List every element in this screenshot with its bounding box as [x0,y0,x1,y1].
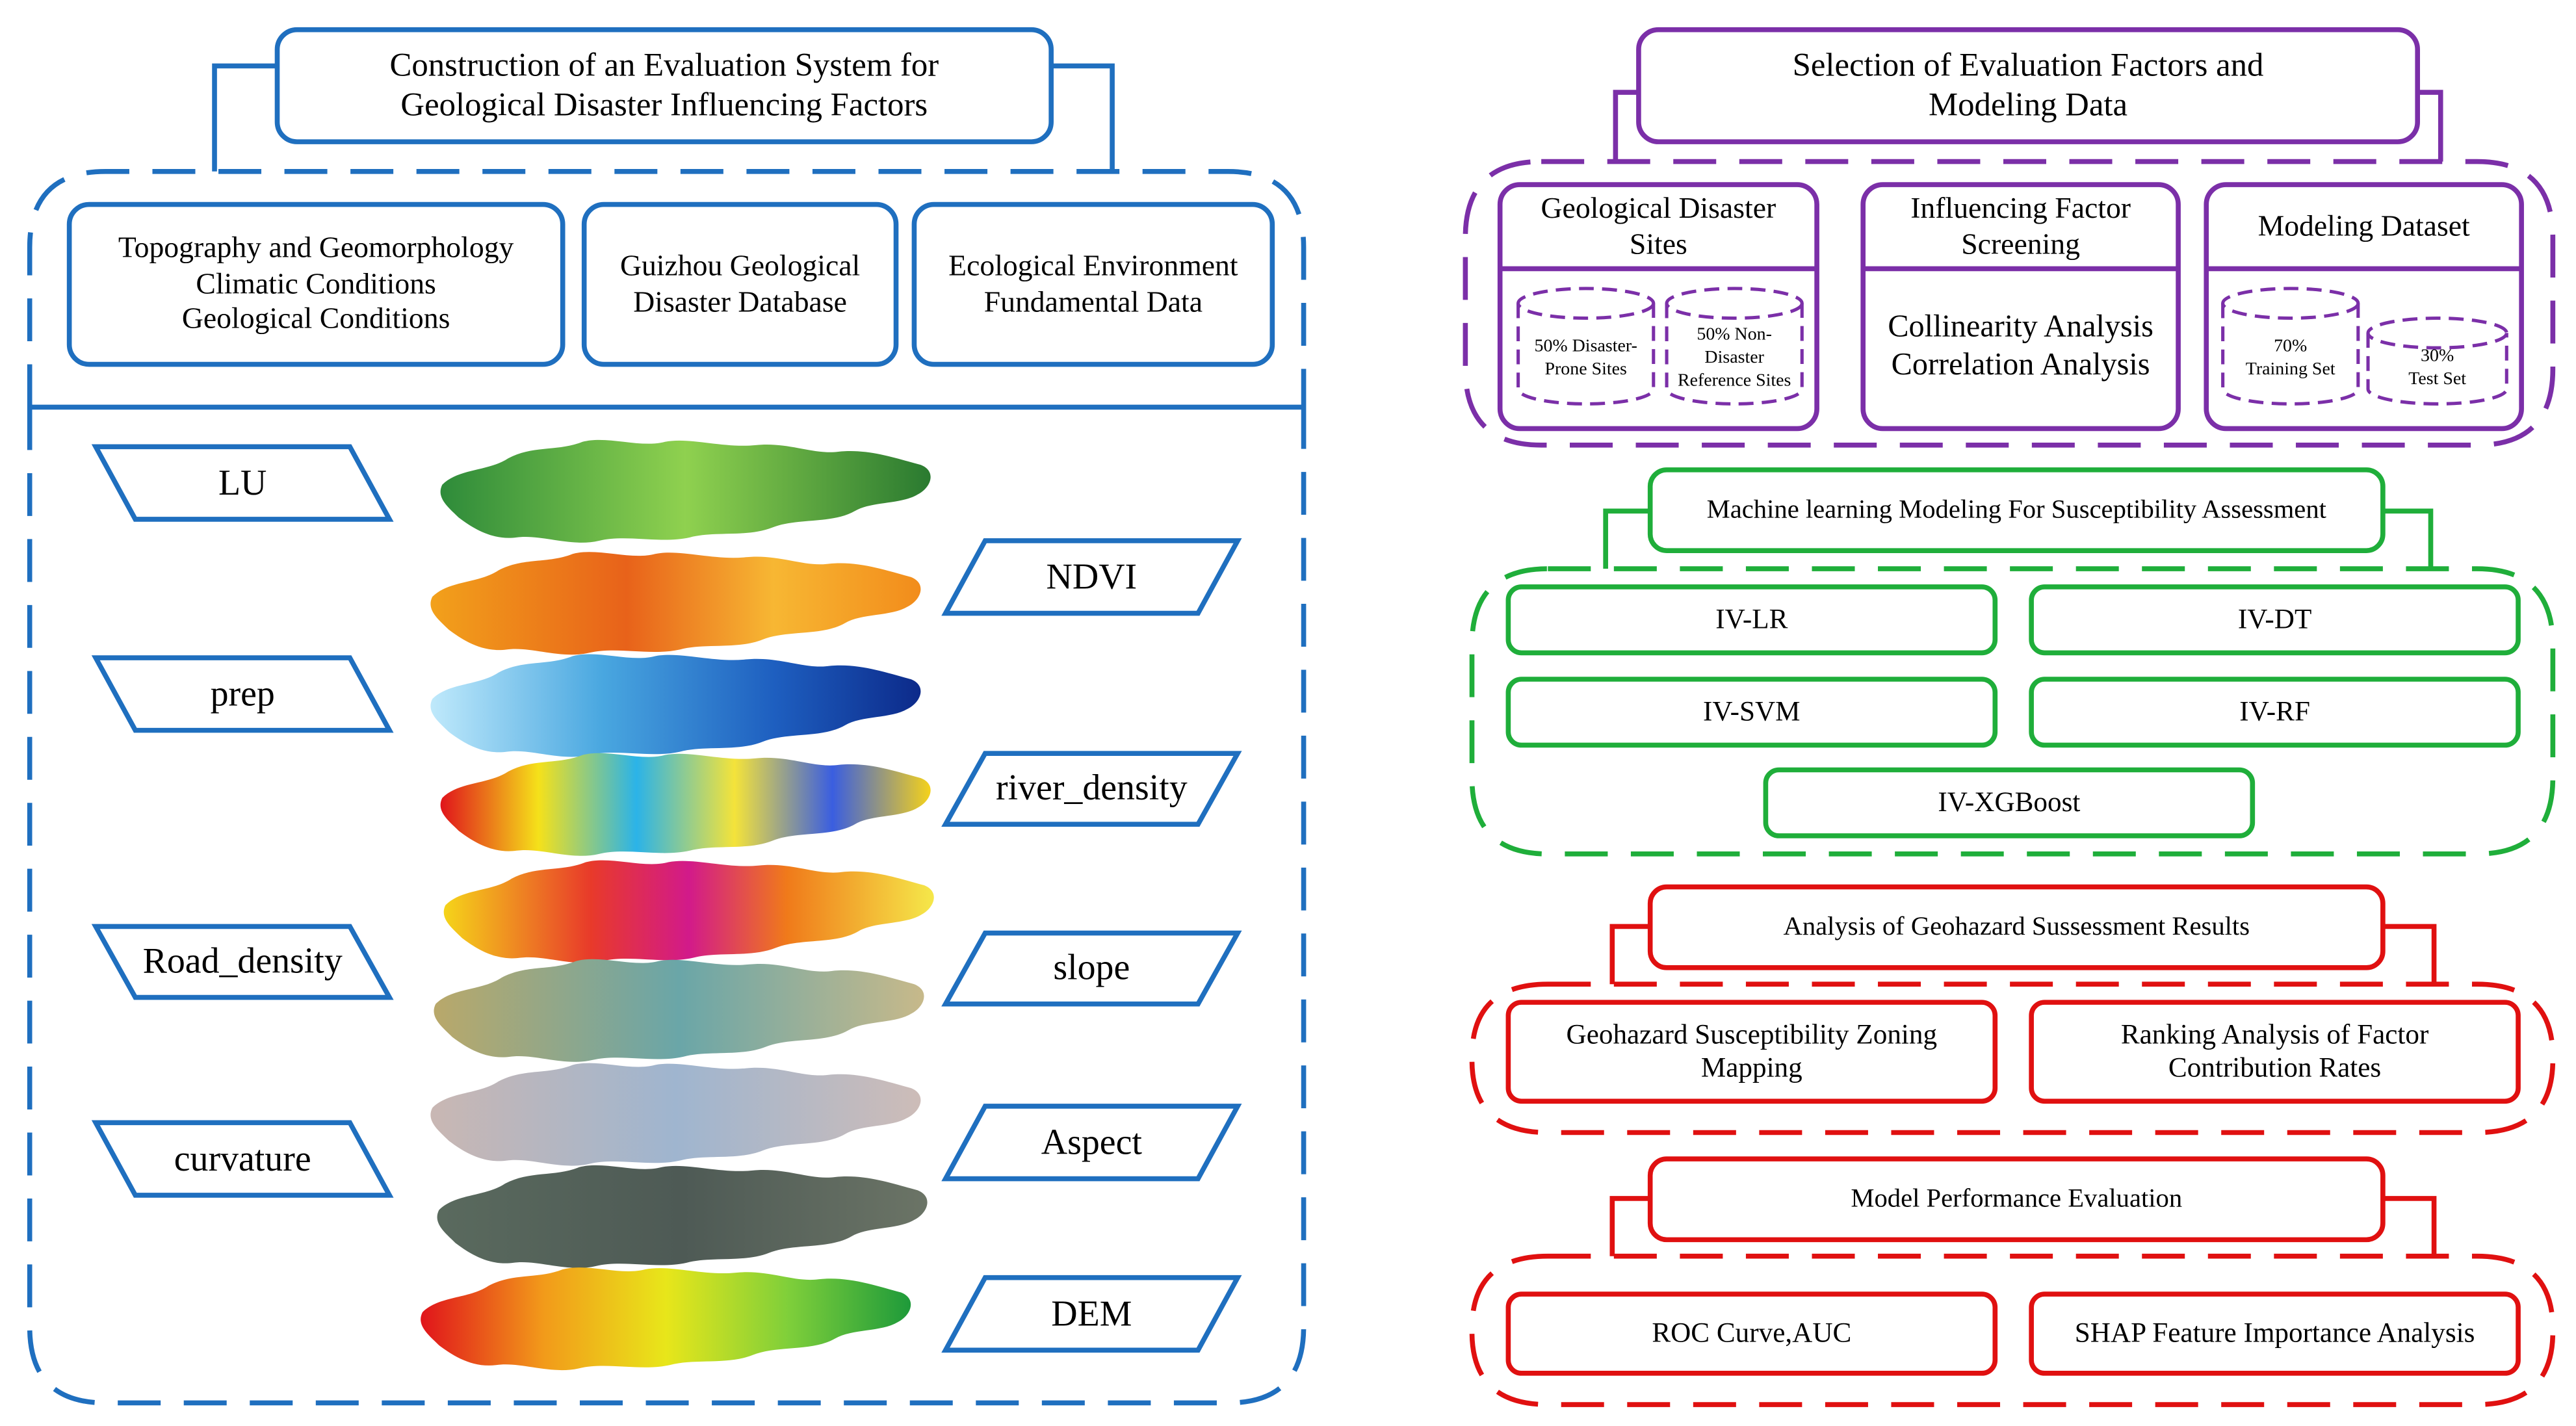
factor-aspect: Aspect [1041,1121,1142,1162]
category-database: Guizhou Geological Disaster Database [619,248,861,318]
ml-title: Machine learning Modeling For Susceptibi… [1706,496,2326,525]
performance-roc: ROC Curve,AUC [1652,1317,1852,1349]
performance-title: Model Performance Evaluation [1851,1185,2183,1213]
screening-title: Influencing Factor Screening [1910,192,2131,261]
factor-ndvi: NDVI [1046,555,1138,597]
cyl-test: 30% Test Set [2408,345,2467,389]
analysis-ranking: Ranking Analysis of Factor Contribution … [2120,1018,2429,1083]
left-title: Construction of an Evaluation System for… [389,47,939,124]
performance-shap: SHAP Feature Importance Analysis [2074,1317,2475,1349]
factor-slope: slope [1053,946,1130,989]
sites-title: Geological Disaster Sites [1541,192,1776,261]
factor-prep: prep [210,672,275,714]
screening-body: Collinearity Analysis Correlation Analys… [1888,310,2153,383]
analysis-title: Analysis of Geohazard Sussessment Result… [1783,913,2250,942]
model-iv-lr: IV-LR [1715,603,1788,634]
cyl-non-disaster: 50% Non- Disaster Reference Sites [1677,324,1791,391]
cyl-training: 70% Training Set [2245,335,2335,380]
model-iv-xgboost: IV-XGBoost [1938,786,2081,818]
category-ecology: Ecological Environment Fundamental Data [948,248,1238,318]
factor-road-density: Road_density [142,940,343,981]
dataset-title: Modeling Dataset [2257,209,2470,243]
category-topography: Topography and Geomorphology Climatic Co… [118,231,514,335]
factor-lu: LU [218,461,267,503]
model-iv-dt: IV-DT [2237,603,2312,634]
model-iv-svm: IV-SVM [1703,695,1801,727]
cyl-disaster-prone: 50% Disaster- Prone Sites [1534,335,1637,380]
factor-river-density: river_density [995,767,1188,809]
factor-dem: DEM [1051,1292,1132,1334]
factor-curvature: curvature [174,1137,311,1179]
model-iv-rf: IV-RF [2239,695,2310,727]
analysis-zoning: Geohazard Susceptibility Zoning Mapping [1566,1018,1938,1083]
selection-title: Selection of Evaluation Factors and Mode… [1792,47,2264,124]
